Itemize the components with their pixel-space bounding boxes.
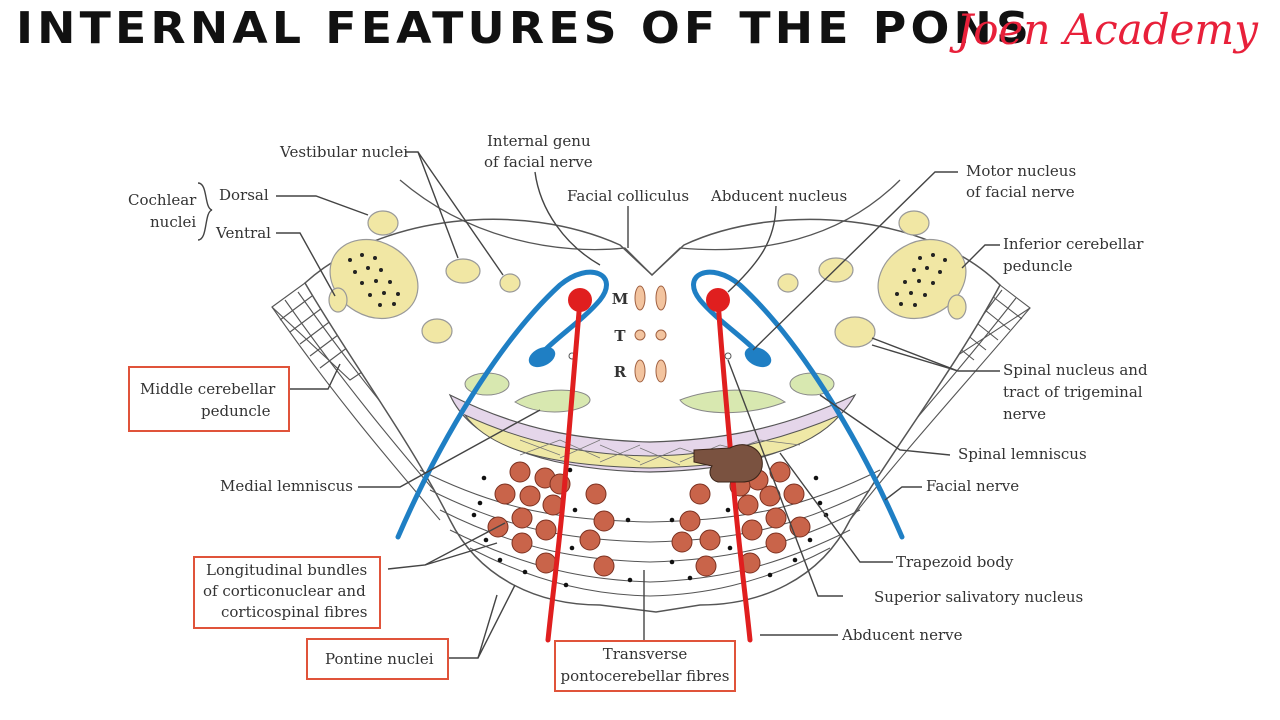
box-middle-cerebellar-peduncle bbox=[128, 366, 290, 432]
label-inferior-cerebellar-2: peduncle bbox=[1003, 257, 1073, 275]
label-trapezoid-body: Trapezoid body bbox=[896, 553, 1014, 571]
label-cochlear-2: nuclei bbox=[150, 213, 196, 231]
label-transverse-2: pontocerebellar fibres bbox=[561, 667, 730, 685]
label-internal-genu-2: of facial nerve bbox=[484, 153, 593, 171]
pointing-hand-icon bbox=[693, 444, 763, 483]
box-pontine-nuclei bbox=[306, 638, 449, 680]
label-abducent-nerve: Abducent nerve bbox=[841, 626, 963, 644]
brand-logo-text: Joen Academy bbox=[956, 5, 1258, 54]
label-spinal-trigeminal-3: nerve bbox=[1003, 405, 1046, 423]
label-pontine-nuclei: Pontine nuclei bbox=[325, 650, 434, 668]
facial-nerve-paths bbox=[395, 269, 905, 540]
label-dorsal: Dorsal bbox=[219, 186, 269, 204]
label-motor-nucleus-1: Motor nucleus bbox=[966, 162, 1076, 180]
label-middle-cerebellar-2: peduncle bbox=[201, 402, 271, 420]
label-longitudinal-2: of corticonuclear and bbox=[203, 582, 366, 600]
label-facial-nerve: Facial nerve bbox=[926, 477, 1019, 495]
label-superior-salivatory: Superior salivatory nucleus bbox=[874, 588, 1083, 606]
label-abducent-nucleus: Abducent nucleus bbox=[710, 187, 847, 205]
label-ventral: Ventral bbox=[215, 224, 271, 242]
cochlear-nucleus-stipple bbox=[348, 253, 947, 307]
label-vestibular-nuclei: Vestibular nuclei bbox=[279, 143, 408, 161]
label-medial-lemniscus: Medial lemniscus bbox=[220, 477, 353, 495]
page-title: Internal Features of the Pons bbox=[16, 3, 1034, 54]
label-motor-nucleus-2: of facial nerve bbox=[966, 183, 1075, 201]
box-longitudinal-bundles bbox=[193, 556, 381, 629]
label-cochlear-1: Cochlear bbox=[128, 191, 197, 209]
pontine-nuclei-dots bbox=[471, 467, 829, 588]
facial-motor-nuclei bbox=[528, 346, 772, 368]
mtr-nuclei bbox=[634, 285, 667, 383]
label-middle-cerebellar-1: Middle cerebellar bbox=[140, 380, 276, 398]
label-internal-genu-1: Internal genu bbox=[487, 132, 591, 150]
label-t: T bbox=[614, 327, 626, 345]
label-facial-colliculus: Facial colliculus bbox=[567, 187, 689, 205]
label-spinal-trigeminal-1: Spinal nucleus and bbox=[1003, 361, 1148, 379]
label-m: M bbox=[612, 290, 629, 308]
label-spinal-lemniscus: Spinal lemniscus bbox=[958, 445, 1087, 463]
label-transverse-1: Transverse bbox=[603, 645, 688, 663]
box-transverse-fibres bbox=[554, 640, 736, 692]
leader-lines bbox=[197, 151, 1000, 659]
corticospinal-bundles bbox=[487, 461, 811, 577]
abducent-nucleus bbox=[568, 288, 730, 312]
label-r: R bbox=[614, 363, 627, 381]
label-inferior-cerebellar-1: Inferior cerebellar bbox=[1003, 235, 1144, 253]
label-longitudinal-1: Longitudinal bundles bbox=[206, 561, 367, 579]
label-longitudinal-3: corticospinal fibres bbox=[221, 603, 367, 621]
label-spinal-trigeminal-2: tract of trigeminal bbox=[1003, 383, 1143, 401]
